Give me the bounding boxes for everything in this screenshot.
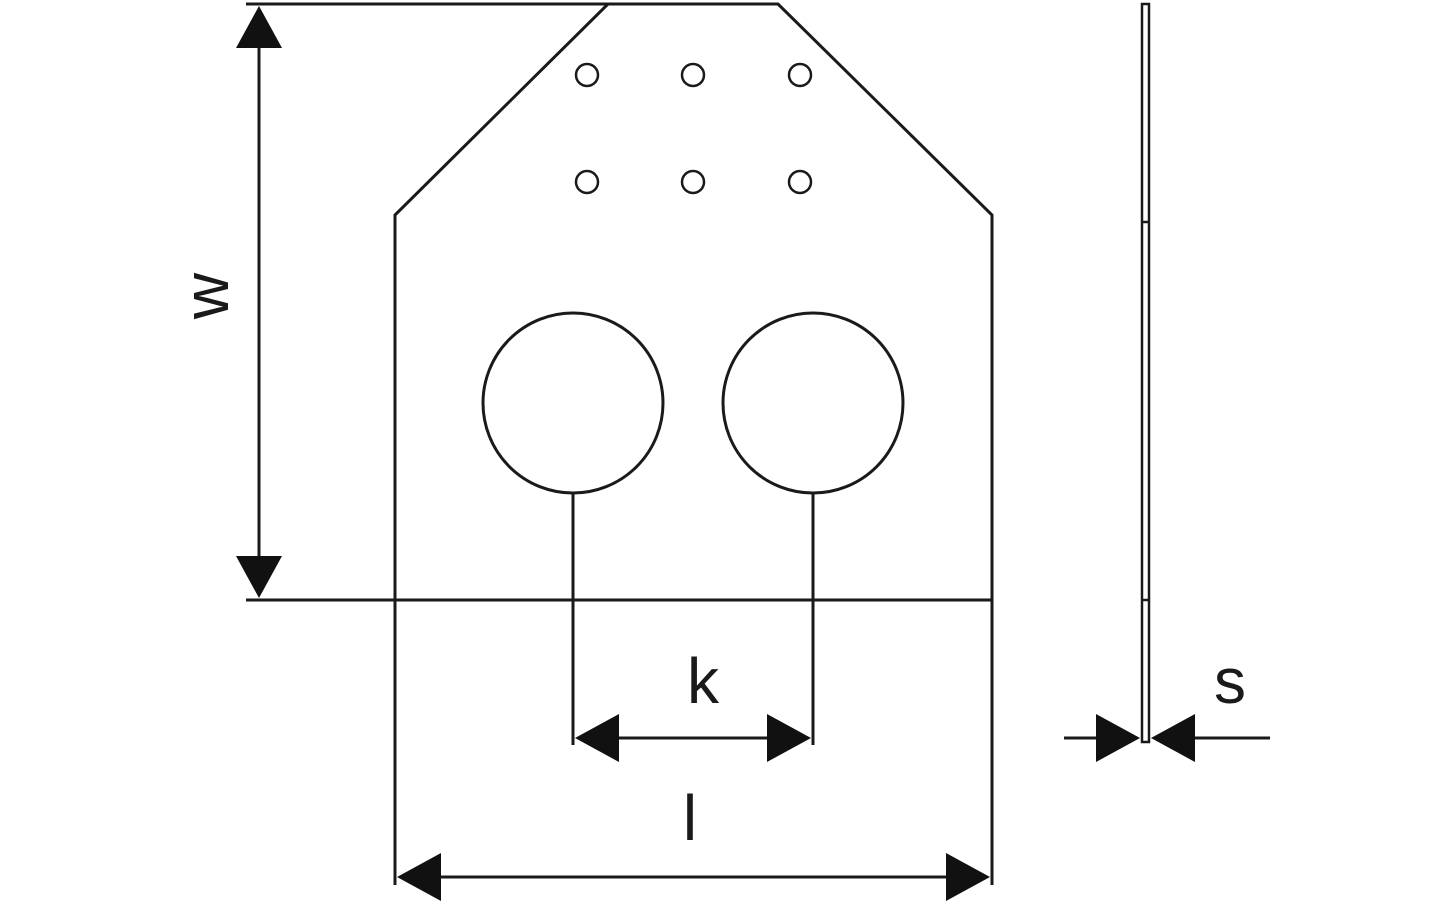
small-hole [680,169,706,195]
small-hole [680,62,706,88]
w-label: w [170,272,242,320]
l-arrow-left [397,853,441,901]
w-arrow-top [236,6,282,48]
large-hole-right [721,311,905,495]
l-arrow-right [946,853,990,901]
l-dimension: l [397,782,990,901]
small-hole [574,62,600,88]
small-hole [574,169,600,195]
small-holes [574,62,813,195]
small-hole [787,169,813,195]
s-label: s [1214,645,1246,717]
k-dimension: k [575,645,811,762]
large-hole-left [481,311,665,495]
s-dimension: s [1064,645,1270,762]
l-label: l [683,782,697,854]
plate-outline [393,2,994,600]
k-label: k [687,645,720,717]
side-view-body [1140,2,1151,744]
plate-side-view [1140,2,1151,744]
k-arrow-left [575,714,619,762]
w-arrow-bottom [236,556,282,598]
k-arrow-right [767,714,811,762]
s-arrow-left [1096,714,1140,762]
w-dimension: w [170,6,282,598]
s-arrow-right [1151,714,1195,762]
small-hole [787,62,813,88]
